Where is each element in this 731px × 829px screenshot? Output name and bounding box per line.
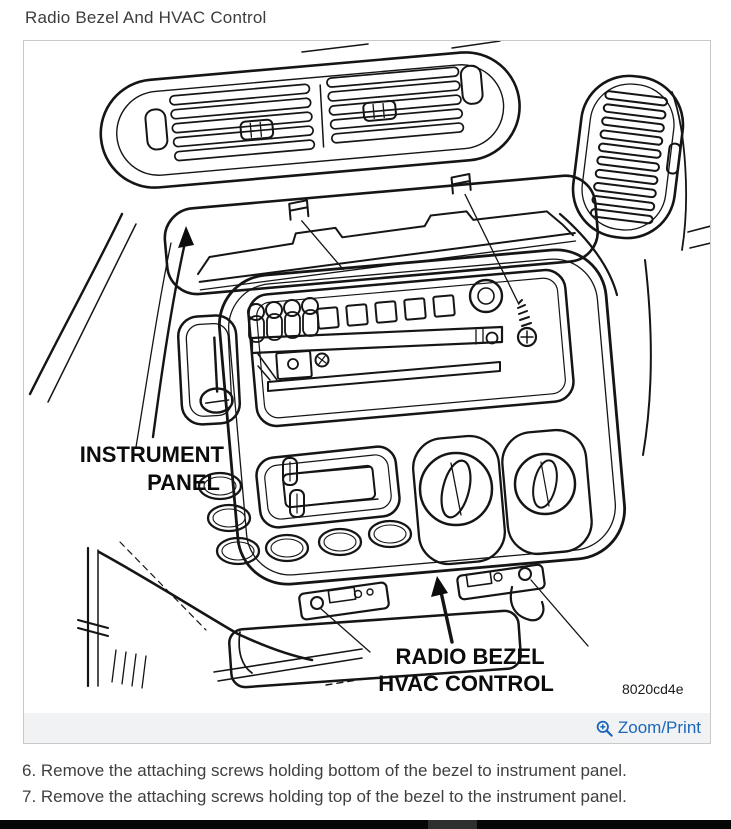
dash-contours (28, 91, 710, 456)
chassis-sub-panel (257, 349, 330, 381)
zoom-print-label: Zoom/Print (617, 718, 701, 737)
dashboard-diagram: INSTRUMENT PANEL RADIO BEZEL HVAC CONTRO… (28, 41, 710, 697)
page-title: Radio Bezel And HVAC Control (25, 8, 267, 27)
tuner-knob (468, 278, 504, 314)
radio-bezel-label: RADIO BEZEL (395, 644, 544, 669)
rotary-knob-1 (412, 434, 506, 566)
right-vent-slider (362, 99, 397, 122)
lower-pocket (228, 609, 522, 689)
radio-chassis-bar (250, 325, 504, 355)
instructions: 6. Remove the attaching screws holding b… (22, 758, 712, 810)
dash-seams-top (301, 41, 501, 53)
diagram-area: INSTRUMENT PANEL RADIO BEZEL HVAC CONTRO… (24, 41, 710, 713)
left-vent-louvers (169, 83, 316, 162)
lower-left-dash (77, 541, 314, 689)
hvac-controls (197, 428, 593, 566)
hvac-oval-buttons (197, 471, 413, 566)
left-mounting-tab (298, 581, 390, 653)
figure-code: 8020cd4e (622, 681, 684, 697)
zoom-print-link[interactable]: Zoom/Print (596, 718, 701, 738)
radio-bezel-arrowhead (431, 576, 448, 597)
instruction-step-7: 7. Remove the attaching screws holding t… (22, 787, 627, 806)
instrument-panel-opening (163, 172, 599, 305)
scrollbar-thumb[interactable] (428, 820, 477, 829)
left-vent-end-tab (144, 108, 169, 151)
hvac-control-label: HVAC CONTROL (378, 671, 554, 696)
instruction-step-6: 6. Remove the attaching screws holding b… (22, 761, 627, 780)
hvac-slider-cluster (255, 445, 401, 529)
radio-opening (247, 268, 575, 428)
mounting-screw (516, 299, 538, 348)
figure-panel: INSTRUMENT PANEL RADIO BEZEL HVAC CONTRO… (23, 40, 711, 744)
right-mounting-tab (456, 563, 589, 647)
horizontal-scrollbar[interactable] (0, 820, 731, 829)
instrument-panel-label-line1: INSTRUMENT (80, 442, 225, 467)
round-knob-stems (247, 297, 319, 343)
retaining-clip-2 (450, 172, 520, 305)
left-vent-slider (239, 118, 275, 141)
instrument-panel-arrowhead (178, 226, 194, 248)
callout-arrows (135, 226, 454, 686)
left-slider-control (176, 314, 242, 426)
figure-footer: Zoom/Print (24, 713, 710, 743)
air-vent-cluster (99, 51, 521, 189)
retaining-clip-1 (288, 199, 344, 271)
preset-buttons (316, 294, 456, 330)
magnifier-plus-icon (596, 720, 613, 737)
instrument-panel-label-line2: PANEL (147, 470, 220, 495)
rotary-knob-2 (501, 428, 593, 556)
bezel-mounting-tabs (298, 563, 589, 653)
radio-bezel-outline (217, 248, 627, 586)
cd-slot (267, 361, 501, 392)
right-vent-end-tab (459, 64, 484, 105)
speaker-grille (571, 74, 685, 240)
